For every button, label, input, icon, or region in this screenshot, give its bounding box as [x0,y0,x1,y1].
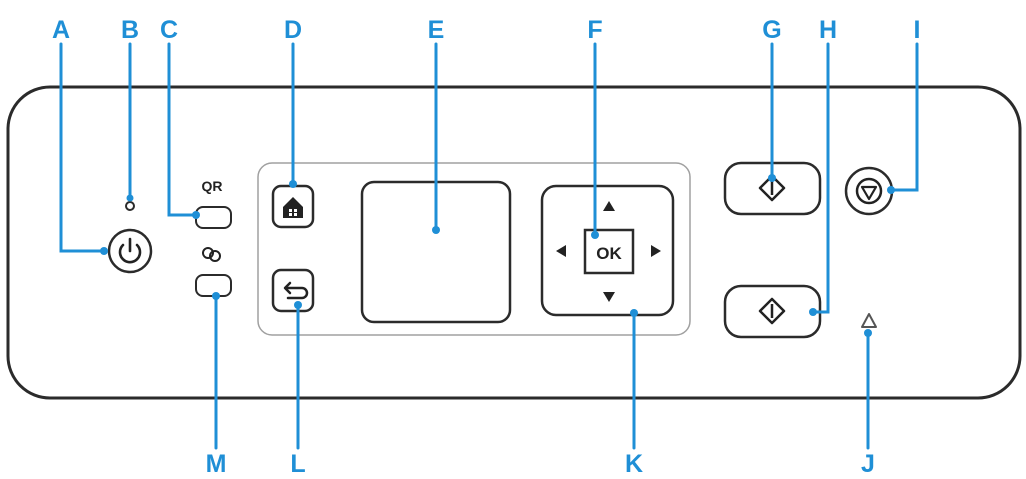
qr-label: QR [202,178,223,194]
callout-e: E [428,16,445,44]
stop-button[interactable] [844,166,894,216]
callout-c: C [160,16,178,44]
arrow-right-icon[interactable] [651,245,661,257]
power-lamp [125,201,135,211]
power-icon [118,237,142,264]
callout-a: A [52,16,70,44]
home-icon [283,197,303,218]
callout-f: F [587,16,602,44]
wireless-connect-icon [202,247,221,262]
start-icon [758,174,786,202]
start-button-lower[interactable] [723,284,822,339]
callout-h: H [819,16,837,44]
back-icon [283,281,309,300]
qr-button[interactable] [195,206,232,229]
callout-l: L [290,450,305,478]
callout-i: I [914,16,921,44]
arrow-down-icon[interactable] [603,292,615,302]
callout-g: G [762,16,781,44]
alarm-icon [861,313,877,328]
back-button[interactable] [271,268,315,313]
callout-k: K [625,450,643,478]
ok-label: OK [596,244,622,263]
callout-b: B [121,16,139,44]
wireless-connect-button[interactable] [195,274,232,297]
home-button[interactable] [271,184,315,229]
start-icon [758,297,786,325]
stop-icon [855,177,883,205]
arrow-left-icon[interactable] [556,245,566,257]
callout-d: D [284,16,302,44]
power-button[interactable] [107,228,153,274]
callout-j: J [861,450,875,478]
callout-m: M [206,450,227,478]
arrow-up-icon[interactable] [603,201,615,211]
leader-lines [59,42,919,450]
